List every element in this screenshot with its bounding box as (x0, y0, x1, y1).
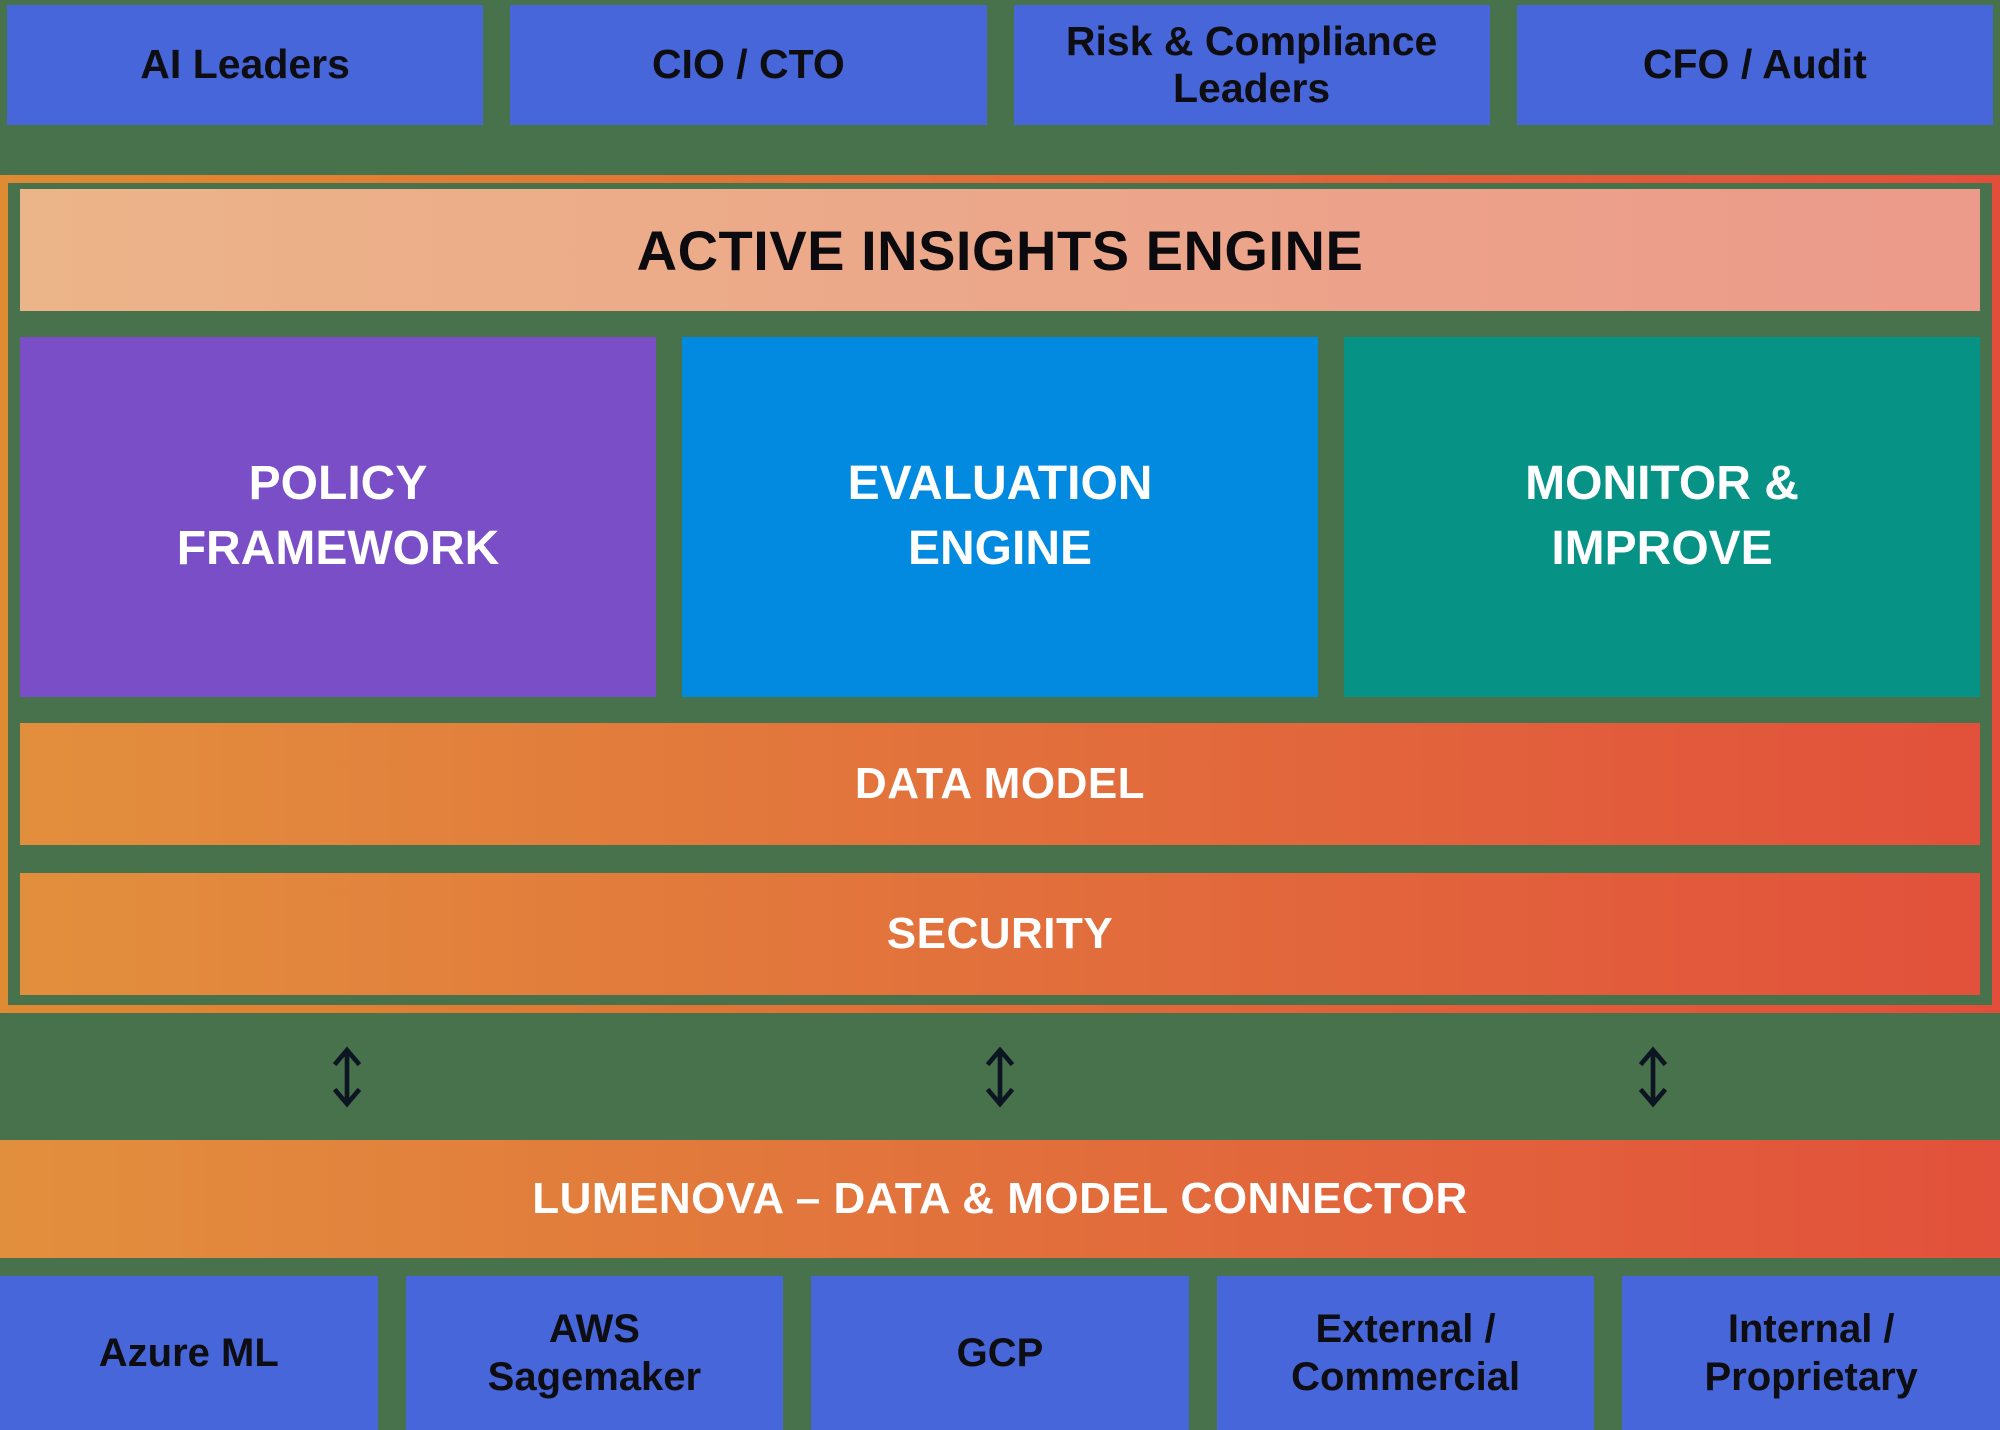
stakeholder-label: CIO / CTO (651, 41, 845, 88)
engine-banner-label: ACTIVE INSIGHTS ENGINE (636, 218, 1364, 282)
layer-security: SECURITY (20, 873, 1980, 995)
source-label: GCP (956, 1331, 1044, 1375)
stakeholder-label: Risk & Compliance Leaders (1065, 17, 1438, 111)
source-box-azure-ml: Azure ML (0, 1276, 378, 1430)
platform-inner: ACTIVE INSIGHTS ENGINE POLICY FRAMEWORK … (8, 183, 1992, 1005)
up-down-arrow-icon (20, 1013, 673, 1140)
active-insights-engine-banner: ACTIVE INSIGHTS ENGINE (20, 189, 1980, 311)
module-monitor-improve: MONITOR & IMPROVE (1344, 337, 1980, 697)
stakeholder-box-risk-compliance: Risk & Compliance Leaders (1013, 5, 1490, 125)
source-box-gcp: GCP (811, 1276, 1189, 1430)
layer-label: DATA MODEL (854, 759, 1146, 808)
lumenova-connector-bar: LUMENOVA – DATA & MODEL CONNECTOR (0, 1140, 2000, 1258)
source-label: Azure ML (98, 1331, 279, 1375)
source-label: Internal / Proprietary (1704, 1307, 1918, 1399)
stakeholder-box-cfo-audit: CFO / Audit (1516, 5, 1993, 125)
stakeholder-label: AI Leaders (140, 41, 350, 88)
module-label: EVALUATION ENGINE (847, 457, 1153, 575)
module-row: POLICY FRAMEWORK EVALUATION ENGINE MONIT… (20, 337, 1980, 697)
platform-container: ACTIVE INSIGHTS ENGINE POLICY FRAMEWORK … (0, 175, 2000, 1013)
connector-label: LUMENOVA – DATA & MODEL CONNECTOR (532, 1174, 1468, 1223)
source-label: External / Commercial (1291, 1307, 1521, 1399)
module-label: POLICY FRAMEWORK (176, 457, 500, 575)
connector-arrows-row (20, 1013, 1980, 1140)
source-box-aws-sagemaker: AWS Sagemaker (405, 1276, 784, 1430)
up-down-arrow-icon (673, 1013, 1326, 1140)
stakeholder-label: CFO / Audit (1642, 41, 1867, 88)
source-box-external-commercial: External / Commercial (1216, 1276, 1595, 1430)
stakeholder-row: AI Leaders CIO / CTO Risk & Compliance L… (7, 5, 1993, 125)
module-evaluation-engine: EVALUATION ENGINE (682, 337, 1318, 697)
source-row: Azure ML AWS Sagemaker GCP External / Co… (0, 1276, 2000, 1430)
layer-label: SECURITY (886, 909, 1114, 958)
source-box-internal-proprietary: Internal / Proprietary (1622, 1276, 2000, 1430)
stakeholder-box-cio-cto: CIO / CTO (510, 5, 987, 125)
up-down-arrow-icon (1327, 1013, 1980, 1140)
module-policy-framework: POLICY FRAMEWORK (20, 337, 656, 697)
source-label: AWS Sagemaker (487, 1307, 702, 1399)
layer-data-model: DATA MODEL (20, 723, 1980, 845)
stakeholder-box-ai-leaders: AI Leaders (7, 5, 484, 125)
module-label: MONITOR & IMPROVE (1525, 457, 1799, 575)
